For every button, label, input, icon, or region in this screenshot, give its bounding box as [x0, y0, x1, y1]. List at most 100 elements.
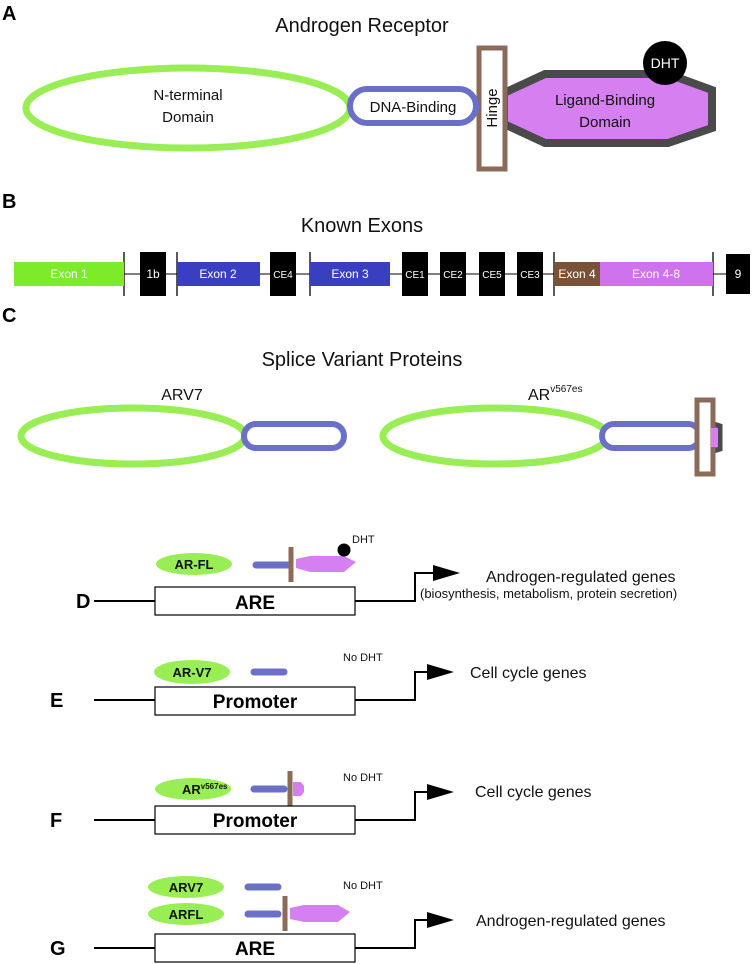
lbd-label-line1: Ligand-Binding: [555, 92, 655, 109]
arv7-mini-ntd: [148, 876, 224, 898]
panel-g: ARV7 No DHT ARFL ARE G Androgen-regulate…: [50, 876, 665, 963]
lbd-label-line2: Domain: [579, 114, 631, 131]
arfl-mini-label: ARFL: [169, 907, 204, 922]
arv567es-lbd-fill: [711, 428, 718, 447]
hinge-region: [476, 45, 508, 172]
arv567es-mini-label: ARv567es: [182, 782, 228, 797]
ar-fl-ntd: [156, 553, 232, 575]
panel-f: ARv567es No DHT Promoter F Cell cycle ge…: [50, 771, 592, 835]
ce4-label: CE4: [273, 270, 293, 281]
transcription-arrow-d-head: [433, 565, 460, 581]
panel-c-title: Splice Variant Proteins: [262, 349, 463, 371]
arv7-dna-binding-domain: [241, 421, 347, 451]
ligand-binding-domain: [500, 70, 716, 147]
transcription-arrow-g: [355, 919, 430, 949]
exon-9-label: 9: [735, 267, 742, 281]
arv567es-mini-lbd: [293, 782, 304, 796]
hinge-label: Hinge: [484, 88, 501, 127]
panel-b-label: B: [2, 191, 16, 213]
exon-3: [310, 262, 390, 286]
arv567es-hinge: [694, 397, 716, 477]
panel-b: B Known Exons Exon 1 1b Exon 2 CE4 Exon …: [2, 191, 750, 296]
are-box-d: [154, 586, 356, 616]
arfl-mini-ntd: [148, 903, 224, 925]
ce1-label: CE1: [405, 270, 425, 281]
ce5-label: CE5: [482, 270, 502, 281]
are-box-d-label: ARE: [235, 593, 275, 614]
target-f: Cell cycle genes: [475, 784, 592, 801]
dbd-label: DNA-Binding: [370, 99, 457, 116]
arv567es-dna-binding-domain: [599, 421, 703, 451]
transcription-arrow-e: [355, 671, 430, 701]
exon-1: [14, 262, 124, 286]
exon-3-label: Exon 3: [331, 267, 369, 281]
target-g: Androgen-regulated genes: [476, 913, 665, 930]
panel-c: C Splice Variant Proteins ARV7 ARv567es: [2, 305, 723, 477]
cryptic-exon-ce2: [440, 252, 466, 296]
panel-a-title: Androgen Receptor: [275, 15, 449, 37]
arv567es-mini-label-base: AR: [182, 782, 201, 797]
panel-b-title: Known Exons: [301, 215, 423, 237]
ar-fl-dht-label: DHT: [352, 534, 375, 546]
panel-d-label: D: [76, 591, 90, 613]
ar-v7-no-dht: No DHT: [343, 652, 383, 664]
dna-binding-domain: [347, 86, 479, 126]
target-d: Androgen-regulated genes: [486, 569, 675, 586]
exon-4-8-label: Exon 4-8: [632, 267, 680, 281]
panel-a: A Androgen Receptor N-terminal Domain Li…: [2, 3, 716, 172]
exon-4: [554, 262, 600, 286]
promoter-box-e: [154, 686, 356, 716]
arv567es-n-terminal-domain: [379, 404, 611, 468]
ar-v7-label: AR-V7: [172, 665, 211, 680]
panel-c-label: C: [2, 305, 16, 327]
panel-g-label: G: [50, 938, 66, 960]
transcription-arrow-d: [355, 572, 438, 602]
ce3-label: CE3: [520, 270, 540, 281]
ntd-label-line1: N-terminal: [153, 87, 222, 104]
arv567es-label-base: AR: [528, 387, 550, 404]
promoter-box-f: [154, 805, 356, 835]
transcription-arrow-f-head: [427, 784, 454, 800]
transcription-arrow-e-head: [427, 664, 454, 680]
cryptic-exon-ce3: [517, 252, 543, 296]
ar-fl-lbd: [296, 556, 356, 572]
arv567es-label: ARv567es: [528, 384, 582, 404]
dht-label: DHT: [651, 55, 680, 71]
arv567es-no-dht: No DHT: [343, 772, 383, 784]
promoter-box-f-label: Promoter: [213, 811, 298, 832]
arv567es-mini-label-sup: v567es: [201, 782, 228, 791]
cryptic-exon-ce1: [402, 252, 428, 296]
ar-fl-dht: [337, 543, 351, 557]
exon-4-8: [600, 262, 713, 286]
exon-4-label: Exon 4: [558, 267, 596, 281]
ar-v7-ntd: [154, 660, 230, 684]
are-box-g-label: ARE: [235, 939, 275, 960]
cryptic-exon-ce4: [270, 252, 296, 296]
exon-2-label: Exon 2: [199, 267, 237, 281]
cryptic-exon-ce5: [479, 252, 505, 296]
exon-9: [726, 254, 750, 294]
panel-e-label: E: [50, 690, 63, 712]
panel-e: AR-V7 No DHT Promoter E Cell cycle genes: [50, 652, 587, 716]
target-d-detail: (biosynthesis, metabolism, protein secre…: [420, 586, 677, 601]
exon-1-label: Exon 1: [50, 267, 88, 281]
ar-fl-label: AR-FL: [175, 557, 214, 572]
ce2-label: CE2: [443, 270, 463, 281]
ntd-label-line2: Domain: [162, 109, 214, 126]
target-e: Cell cycle genes: [470, 665, 587, 682]
transcription-arrow-f: [355, 791, 430, 821]
arv7-label: ARV7: [161, 387, 203, 404]
exon-1b-label: 1b: [146, 267, 160, 281]
arv7-no-dht: No DHT: [343, 880, 383, 892]
arv567es-label-sup: v567es: [550, 384, 582, 395]
arv7-n-terminal-domain: [17, 404, 249, 468]
panel-f-label: F: [50, 810, 62, 832]
transcription-arrow-g-head: [427, 912, 454, 928]
exon-2: [177, 262, 260, 286]
panel-a-label: A: [2, 3, 16, 25]
exon-1b: [140, 252, 166, 296]
n-terminal-domain: [22, 64, 354, 152]
dht-ligand: [643, 41, 687, 85]
arv567es-mini-ntd: [155, 778, 231, 800]
